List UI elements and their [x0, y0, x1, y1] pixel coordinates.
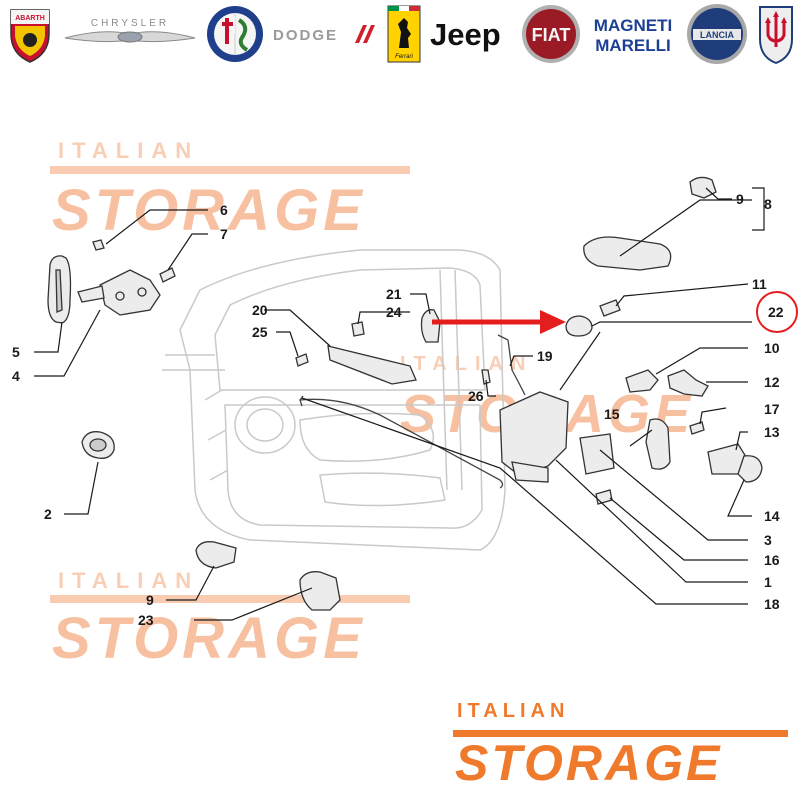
part-14-plate	[737, 455, 763, 483]
italian-storage-watermark-top: ITALIAN STORAGE	[50, 138, 410, 243]
part-24-clip	[351, 321, 365, 337]
callout-16: 16	[764, 552, 780, 568]
highlight-arrow	[432, 310, 566, 334]
callout-10: 10	[764, 340, 780, 356]
callout-14: 14	[764, 508, 780, 524]
part-20-strip	[327, 345, 417, 385]
italian-storage-logo: ITALIAN STORAGE	[445, 700, 790, 791]
callout-24: 24	[386, 304, 402, 320]
callout-4: 4	[12, 368, 20, 384]
part-26-spring	[481, 369, 491, 385]
lancia-logo-icon: LANCIA	[684, 4, 750, 64]
callout-13: 13	[764, 424, 780, 440]
chrysler-logo-icon: CHRYSLER	[62, 4, 198, 64]
fiat-wordmark: FIAT	[532, 25, 571, 45]
callout-18: 18	[764, 596, 780, 612]
callout-21: 21	[386, 286, 402, 302]
marelli-wordmark: MARELLI	[595, 36, 671, 55]
part-9-cap	[689, 176, 717, 199]
part-22-highlight-ring	[756, 291, 798, 333]
callout-22: 22	[768, 304, 784, 320]
part-21-clip	[420, 309, 441, 343]
lancia-wordmark: LANCIA	[700, 30, 734, 40]
callout-3: 3	[764, 532, 772, 548]
watermark-main-word: STORAGE	[52, 178, 366, 243]
watermark-top-word: ITALIAN	[58, 138, 199, 163]
callout-23: 23	[138, 612, 154, 628]
alfa-romeo-logo-icon	[202, 4, 268, 64]
leader-lines	[34, 187, 765, 621]
watermark-top-word-3: ITALIAN	[400, 353, 533, 375]
part-3-lock-body	[499, 391, 569, 477]
callout-12: 12	[764, 374, 780, 390]
callout-17: 17	[764, 401, 780, 417]
door-lock-exploded-diagram: ITALIAN STORAGE ITALIAN STORAGE ITALIAN …	[12, 138, 798, 671]
window-channels	[299, 334, 526, 489]
callout-2: 2	[44, 506, 52, 522]
jeep-wordmark: Jeep	[430, 17, 501, 52]
watermark-main-word-2: STORAGE	[52, 606, 366, 671]
callout-11: 11	[752, 276, 767, 292]
part-shapes	[47, 176, 763, 611]
part-22-cap	[565, 315, 593, 337]
callout-19: 19	[537, 348, 553, 364]
part-23-bracket	[299, 571, 341, 611]
callout-20: 20	[252, 302, 268, 318]
door-panel-outline	[162, 249, 506, 551]
callout-8: 8	[764, 196, 772, 212]
dodge-logo-icon: DODGE	[270, 4, 378, 64]
callout-26: 26	[468, 388, 484, 404]
callout-5: 5	[12, 344, 20, 360]
part-6-screw	[92, 239, 105, 251]
callout-25: 25	[252, 324, 268, 340]
part-8-handle	[583, 236, 672, 271]
part-callouts: 6 7 5 4 2 9 23 20 25 21 24 26 19 9 8 11 …	[12, 191, 784, 628]
callout-9-bottom: 9	[146, 592, 154, 608]
footer-logo-main: STORAGE	[455, 735, 723, 791]
part-7-bolt	[159, 267, 176, 283]
footer-logo-top: ITALIAN	[457, 700, 570, 722]
part-10-cylinder	[625, 369, 659, 393]
magneti-wordmark: MAGNETI	[594, 16, 672, 35]
fiat-logo-icon: FIAT	[518, 4, 584, 64]
part-12-clip	[667, 369, 709, 397]
chrysler-wordmark: CHRYSLER	[91, 18, 169, 29]
brand-logo-bar: ABARTH CHRYSLER DODGE	[0, 0, 800, 70]
part-15-latch	[645, 418, 671, 470]
callout-7: 7	[220, 226, 228, 242]
part-11-screw	[599, 299, 621, 317]
callout-6: 6	[220, 202, 228, 218]
callout-9-top: 9	[736, 191, 744, 207]
dodge-wordmark: DODGE	[273, 27, 338, 44]
watermark-top-word-2: ITALIAN	[58, 568, 199, 593]
part-16-plate	[579, 433, 615, 475]
part-25-screw	[295, 353, 309, 367]
ferrari-wordmark: Ferrari	[395, 54, 413, 60]
callout-15: 15	[604, 406, 620, 422]
maserati-logo-icon	[754, 4, 798, 65]
part-4-hinge	[99, 269, 161, 316]
jeep-logo-icon: Jeep	[428, 4, 514, 64]
part-1-screw	[595, 489, 613, 505]
part-9-bumper	[195, 541, 237, 569]
svg-text:ABARTH: ABARTH	[15, 15, 45, 22]
footer-logo-bar	[453, 730, 788, 737]
part-17-screw	[689, 421, 705, 435]
abarth-logo-icon: ABARTH	[2, 4, 58, 64]
italian-storage-watermark-bottom: ITALIAN STORAGE	[50, 568, 410, 671]
magneti-marelli-logo-icon: MAGNETI MARELLI	[586, 4, 680, 64]
ferrari-logo-icon: Ferrari	[384, 4, 424, 64]
callout-1: 1	[764, 574, 772, 590]
